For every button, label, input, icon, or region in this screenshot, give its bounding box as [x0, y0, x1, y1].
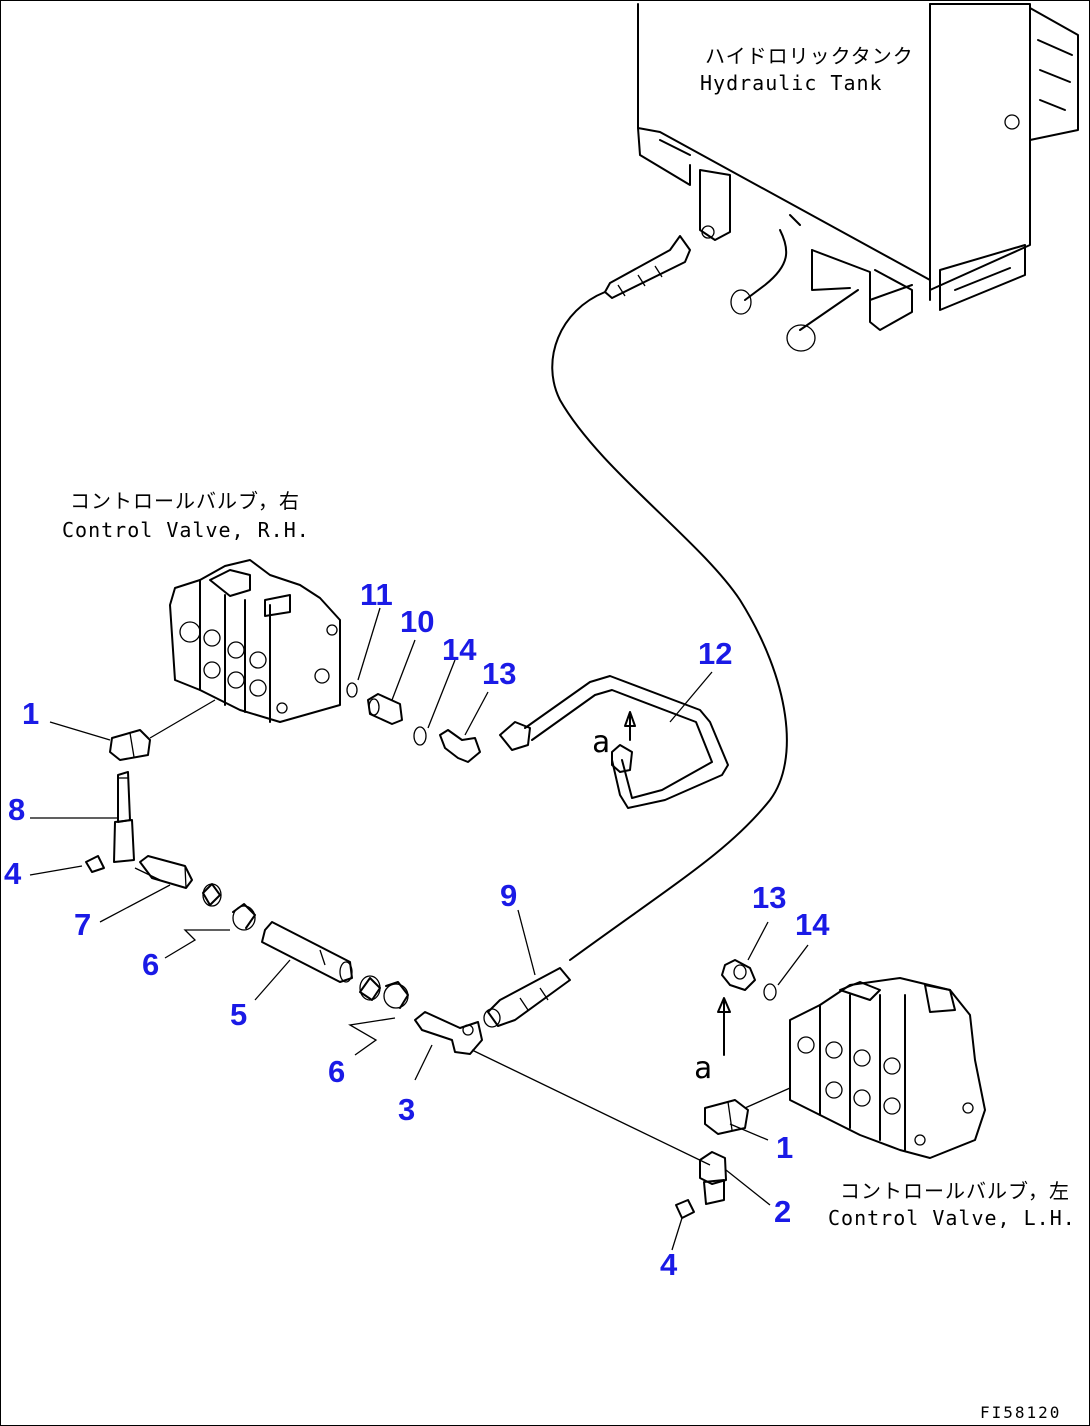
- part-6-clamps-mid: [359, 975, 409, 1009]
- return-hose: [551, 235, 788, 961]
- valve-rh-label-jp: コントロールバルブ，右: [70, 489, 300, 513]
- callout-13-top: 13: [482, 656, 516, 691]
- callout-14-top: 14: [442, 632, 477, 667]
- hydraulic-tank: [637, 3, 1079, 352]
- control-valve-lh: [789, 977, 986, 1159]
- callout-14-right: 14: [795, 907, 830, 942]
- view-a-arrow-top: [624, 711, 636, 741]
- view-a-ref-top: a: [592, 725, 610, 760]
- part-12-pipe: [499, 675, 729, 809]
- part-4-plug-bottom: [675, 1199, 695, 1219]
- part-7-fitting: [134, 855, 193, 889]
- callout-12: 12: [698, 636, 732, 671]
- callout-6-left: 6: [142, 947, 159, 982]
- part-13-elbow-right: [721, 959, 756, 991]
- callout-7: 7: [74, 907, 91, 942]
- callout-3: 3: [398, 1092, 415, 1127]
- callout-2: 2: [774, 1194, 791, 1229]
- part-9-hose-fitting: [483, 967, 571, 1028]
- part-8-tee-pipe: [113, 771, 135, 863]
- part-5-hose: [261, 921, 353, 983]
- callout-1-right: 1: [776, 1130, 793, 1165]
- part-3-elbow: [414, 1011, 711, 1166]
- part-2-tee: [699, 1151, 727, 1205]
- valve-lh-label-jp: コントロールバルブ，左: [840, 1179, 1070, 1203]
- part-14-oring-right: [763, 983, 777, 1001]
- part-6-clamps-left: [202, 883, 256, 931]
- callout-5: 5: [230, 997, 247, 1032]
- callout-13-right: 13: [752, 880, 786, 915]
- tank-label-en: Hydraulic Tank: [700, 71, 883, 95]
- part-13-elbow-top: [439, 729, 481, 763]
- callout-11: 11: [360, 577, 393, 612]
- part-10-adapter: [367, 693, 403, 725]
- callout-6-mid: 6: [328, 1054, 345, 1089]
- view-a-ref-bottom: a: [694, 1051, 712, 1086]
- callout-4-left: 4: [4, 856, 22, 891]
- callout-4-bottom: 4: [660, 1247, 678, 1282]
- part-1-elbow-lh: [704, 1087, 791, 1135]
- valve-rh-label-en: Control Valve, R.H.: [62, 518, 310, 542]
- control-valve-rh: [169, 559, 341, 723]
- part-1-elbow-rh: [109, 699, 216, 761]
- callout-1-top: 1: [22, 696, 39, 731]
- part-11-ring: [346, 682, 358, 698]
- tank-label-jp: ハイドロリックタンク: [705, 44, 914, 68]
- part-4-plug-left: [85, 855, 105, 873]
- valve-lh-label-en: Control Valve, L.H.: [828, 1206, 1076, 1230]
- callout-9: 9: [500, 878, 517, 913]
- callout-8: 8: [8, 792, 25, 827]
- diagram-code: FI58120: [980, 1403, 1061, 1422]
- leader-lines: [29, 607, 809, 1251]
- view-a-arrow-bottom: [717, 997, 731, 1056]
- callout-10: 10: [400, 604, 434, 639]
- part-14-oring-top: [413, 726, 427, 746]
